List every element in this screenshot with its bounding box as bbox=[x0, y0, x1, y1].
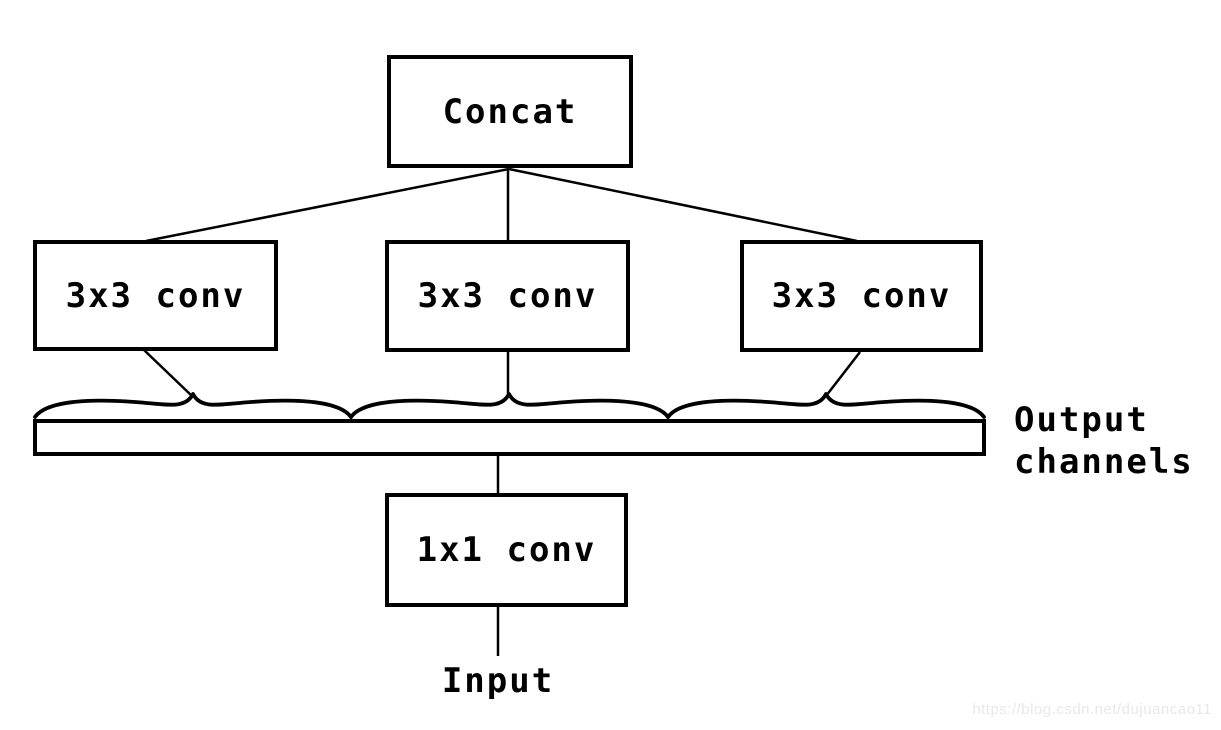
brace-channel-group-right bbox=[666, 392, 986, 419]
conv-3x3-node-left: 3x3 conv bbox=[33, 240, 278, 351]
conv-3x3-node-middle: 3x3 conv bbox=[385, 240, 630, 352]
input-label: Input bbox=[441, 661, 555, 701]
edge-concat-to-conv-left bbox=[145, 167, 510, 243]
edge-conv-left-to-brace bbox=[143, 349, 193, 397]
edge-conv-right-to-brace bbox=[825, 351, 861, 397]
conv-3x3-middle-label: 3x3 conv bbox=[417, 276, 598, 316]
brace-channel-group-left bbox=[33, 392, 353, 419]
edge-concat-to-conv-right bbox=[508, 167, 858, 243]
concat-node: Concat bbox=[387, 55, 633, 168]
output-channels-label: Output channels bbox=[1014, 400, 1194, 482]
conv-3x3-left-label: 3x3 conv bbox=[65, 275, 246, 316]
output-channels-bar bbox=[33, 419, 986, 456]
conv-1x1-node: 1x1 conv bbox=[385, 493, 628, 607]
brace-channel-group-middle bbox=[349, 392, 670, 419]
conv-1x1-label: 1x1 conv bbox=[416, 530, 597, 570]
concat-node-label: Concat bbox=[442, 91, 578, 132]
conv-3x3-node-right: 3x3 conv bbox=[740, 240, 983, 352]
watermark-text: https://blog.csdn.net/dujuancao11 bbox=[972, 701, 1212, 718]
conv-3x3-right-label: 3x3 conv bbox=[771, 276, 952, 316]
